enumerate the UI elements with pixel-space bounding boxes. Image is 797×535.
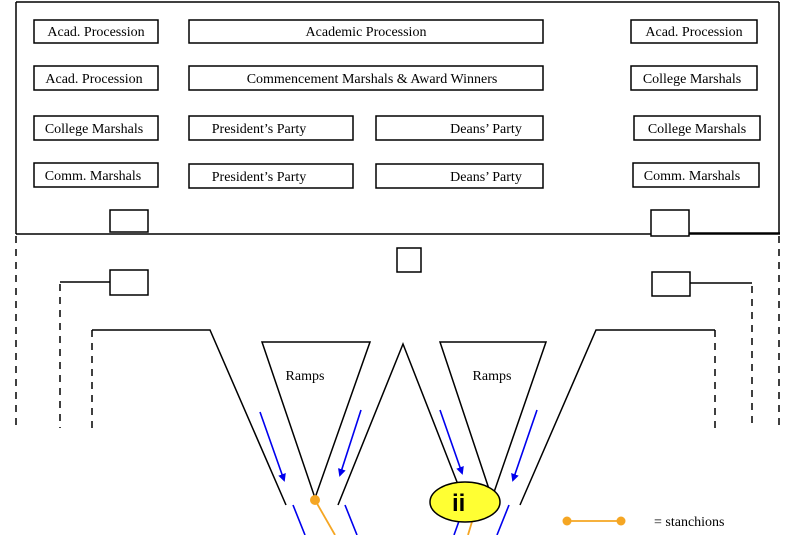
label-ramps-left: Ramps: [286, 369, 325, 384]
label-commencement-marshals: Commencement Marshals & Award Winners: [247, 72, 498, 87]
arrow-right-ramp-up: [511, 409, 538, 482]
arrow-left-ramp-up: [338, 409, 362, 477]
box-acad-procession-right: [630, 19, 758, 44]
legend: = stanchions: [562, 515, 725, 530]
label-comm-marshals-right: Comm. Marshals: [644, 169, 740, 184]
row-4: Comm. Marshals President’s Party Deans’ …: [33, 162, 760, 189]
box-acad-procession-row2-left: [33, 65, 159, 91]
podium-squares: [109, 209, 691, 297]
stanchion-rope-left: [314, 499, 336, 535]
stanchion-post-left: [310, 495, 320, 505]
legend-stanchion-post-right: [616, 516, 626, 526]
label-college-marshals-row2: College Marshals: [643, 72, 741, 87]
label-acad-procession-right: Acad. Procession: [645, 25, 742, 40]
square-left-top: [109, 209, 149, 233]
box-acad-procession-left: [33, 19, 159, 44]
label-presidents-party-row3: President’s Party: [212, 122, 307, 137]
box-deans-party-row4: [375, 163, 544, 189]
label-deans-party-row4: Deans’ Party: [450, 170, 522, 185]
row-3: College Marshals President’s Party Deans…: [33, 115, 761, 141]
box-presidents-party-row3: [188, 115, 354, 141]
square-left-lower: [109, 269, 149, 296]
dashed-boundaries: [15, 236, 780, 428]
label-comm-marshals-left: Comm. Marshals: [45, 169, 141, 184]
ramp-left: Ramps: [260, 341, 372, 501]
flow-arrows: [259, 409, 538, 482]
square-center: [396, 247, 422, 273]
marker-ii: ii: [429, 481, 501, 523]
label-acad-procession-left: Acad. Procession: [47, 25, 144, 40]
row-1: Acad. Procession Academic Procession Aca…: [33, 19, 758, 44]
row-2: Acad. Procession Commencement Marshals &…: [33, 65, 758, 91]
marker-ii-ellipse: [429, 481, 501, 523]
box-presidents-party-row4: [188, 163, 354, 189]
arrow-right-ramp-down: [439, 409, 464, 475]
label-college-marshals-row3-left: College Marshals: [45, 122, 143, 137]
box-college-marshals-row3-left: [33, 115, 159, 141]
label-presidents-party-row4: President’s Party: [212, 170, 307, 185]
arrow-left-ramp-down: [259, 411, 286, 482]
box-commencement-marshals: [188, 65, 544, 91]
box-college-marshals-row2-right: [630, 65, 758, 91]
square-right-lower: [651, 271, 691, 297]
legend-stanchion-post-left: [562, 516, 572, 526]
label-deans-party-row3: Deans’ Party: [450, 122, 522, 137]
box-academic-procession: [188, 19, 544, 44]
box-comm-marshals-left: [33, 162, 159, 188]
label-college-marshals-row3-right: College Marshals: [648, 122, 746, 137]
box-college-marshals-row3-right: [633, 115, 761, 141]
square-right-top: [650, 209, 690, 237]
label-academic-procession: Academic Procession: [306, 25, 427, 40]
marker-ii-label: ii: [452, 490, 465, 517]
aisle-walls: [92, 329, 715, 506]
label-acad-procession-row2: Acad. Procession: [45, 72, 142, 87]
label-ramps-right: Ramps: [473, 369, 512, 384]
box-deans-party-row3: [375, 115, 544, 141]
box-comm-marshals-right: [632, 162, 760, 188]
legend-label: = stanchions: [654, 515, 725, 530]
ramp-right: Ramps: [438, 341, 548, 501]
